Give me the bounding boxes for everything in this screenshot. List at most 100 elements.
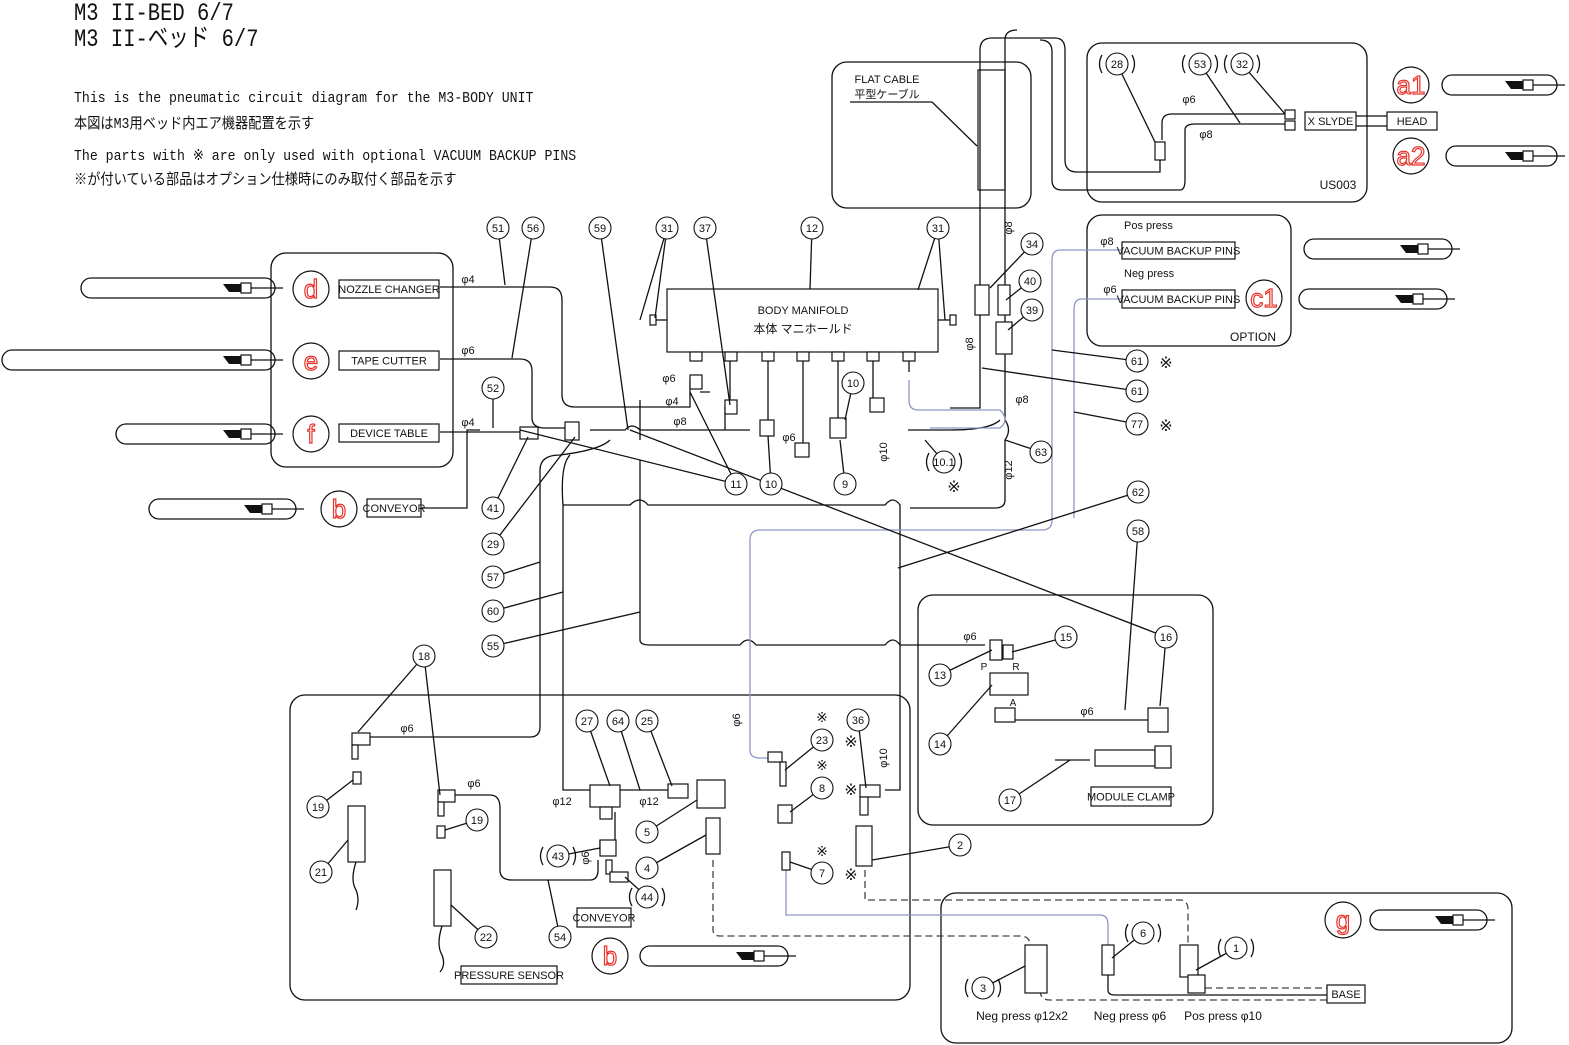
label-box-text: VACUUM BACKUP PINS	[1117, 294, 1241, 306]
part-callout: 23※	[810, 728, 858, 752]
manifold-label-jp: 本体 マニホールド	[753, 322, 852, 336]
optional-marker: ※	[947, 479, 960, 496]
callout-number: 14	[934, 739, 946, 751]
tube-label: Pos press φ10	[1184, 1009, 1262, 1023]
part-callout: 7※	[810, 861, 858, 885]
flat-cable-frame	[831, 61, 1032, 209]
reference-pointer[interactable]	[1303, 238, 1460, 260]
reference-pointer[interactable]	[1369, 909, 1495, 931]
callout-number: 61	[1131, 386, 1143, 398]
part-callout: 61※	[1125, 349, 1173, 373]
callout-number: 10	[847, 378, 859, 390]
callout-number: 54	[554, 932, 566, 944]
part-callout: 54	[548, 925, 572, 949]
part-callout: 6	[1124, 921, 1162, 945]
pointing-hand-icon	[223, 428, 283, 440]
part-callout: 77 ※	[1125, 412, 1173, 436]
callout-number: 10.1	[933, 457, 954, 469]
callout-number: 40	[1024, 276, 1036, 288]
part-callout: 25	[635, 709, 659, 733]
part-callout: 40	[1018, 269, 1042, 293]
callout-number: 34	[1026, 239, 1038, 251]
reference-pointer[interactable]	[1, 349, 283, 371]
callout-number: 41	[487, 503, 499, 515]
label-box-text: NOZZLE CHANGER	[338, 284, 440, 296]
description-en: This is the pneumatic circuit diagram fo…	[74, 90, 534, 107]
part-callout: 19	[465, 808, 489, 832]
tube-label: φ8	[1015, 394, 1028, 406]
tube-label: Neg press φ6	[1094, 1009, 1167, 1023]
callout-number: 8	[819, 783, 825, 795]
reference-pointer[interactable]	[115, 423, 283, 445]
section-letter-text: c1	[1250, 283, 1277, 313]
tubes	[360, 29, 1387, 996]
label-box: HEAD	[1386, 111, 1438, 131]
reference-pointer[interactable]	[148, 498, 304, 520]
reference-pointers	[1, 74, 1565, 967]
part-callout: 18	[412, 644, 436, 668]
section-letter-text: f	[307, 419, 315, 449]
callout-number: 5	[644, 827, 650, 839]
section-letter-text: a2	[1397, 141, 1426, 171]
part-callout: 52	[481, 376, 505, 400]
tube-label: Neg press φ12x2	[976, 1009, 1068, 1023]
callout-number: 21	[315, 867, 327, 879]
optional-marker: ※	[1159, 418, 1172, 435]
section-letter: a2	[1392, 137, 1430, 175]
part-callout: 22	[474, 925, 498, 949]
label-box-text: X SLYDE	[1308, 116, 1354, 128]
part-callout: 57	[481, 565, 505, 589]
callout-number: 77	[1131, 419, 1143, 431]
label-box: CONVEYOR	[573, 907, 636, 928]
label-box: BASE	[1326, 984, 1366, 1004]
label-box: CONVEYOR	[363, 498, 426, 518]
callout-number: 39	[1026, 305, 1038, 317]
pointing-hand-icon	[1395, 293, 1455, 305]
part-callout: 44	[628, 885, 666, 909]
callout-number: 62	[1132, 487, 1144, 499]
part-callout: 19	[306, 795, 330, 819]
label-box-text: VACUUM BACKUP PINS	[1117, 246, 1241, 258]
tube-label: φ4	[461, 274, 474, 286]
label-box: TAPE CUTTER	[338, 350, 440, 371]
us003-frame	[1086, 42, 1368, 203]
reference-pointer[interactable]	[1298, 288, 1455, 310]
tube-label: φ6	[1182, 94, 1195, 106]
callout-number: 64	[612, 716, 624, 728]
tube-label: φ6	[467, 778, 480, 790]
pointing-hand-icon	[736, 950, 796, 962]
callout-number: 19	[471, 815, 483, 827]
optional-marker: ※	[816, 709, 828, 725]
reference-pointer[interactable]	[1441, 74, 1565, 96]
callout-number: 22	[480, 932, 492, 944]
reference-pointer[interactable]	[1445, 145, 1565, 167]
label-box: X SLYDE	[1304, 111, 1357, 131]
part-callout: 32	[1223, 52, 1261, 76]
callout-number: 55	[487, 641, 499, 653]
section-letter: a1	[1392, 66, 1430, 104]
module-clamp-frame	[917, 594, 1214, 826]
part-callout: 56	[521, 216, 545, 240]
callout-number: 16	[1160, 632, 1172, 644]
label-box-text: CONVEYOR	[363, 503, 426, 515]
section-letter: f	[292, 415, 330, 453]
label-box-text: MODULE CLAMP	[1087, 792, 1175, 804]
section-letter: d	[292, 270, 330, 308]
tube-label: φ10	[878, 748, 890, 767]
tube-label: φ6	[963, 631, 976, 643]
reference-pointer[interactable]	[639, 945, 796, 967]
fittings	[347, 109, 1296, 994]
callout-number: 9	[842, 479, 848, 491]
label-box: DEVICE TABLE	[338, 423, 440, 443]
pressure-sensor-frame	[289, 694, 911, 1001]
part-callout: 21	[309, 860, 333, 884]
part-callout: 14	[928, 732, 952, 756]
frames	[270, 42, 1513, 1044]
tube-label: φ8	[1199, 129, 1212, 141]
tube-labels: φ4φ6φ4φ6φ4φ8φ6φ10φ12φ8φ8φ8φ6φ8φ8φ6φ6φ6φ6…	[400, 74, 1356, 1023]
label-box: MODULE CLAMP	[1087, 786, 1175, 807]
tube-label: φ6	[400, 723, 413, 735]
tube-label: φ8	[1003, 221, 1015, 234]
reference-pointer[interactable]	[80, 277, 283, 299]
pointing-hand-icon	[1400, 243, 1460, 255]
